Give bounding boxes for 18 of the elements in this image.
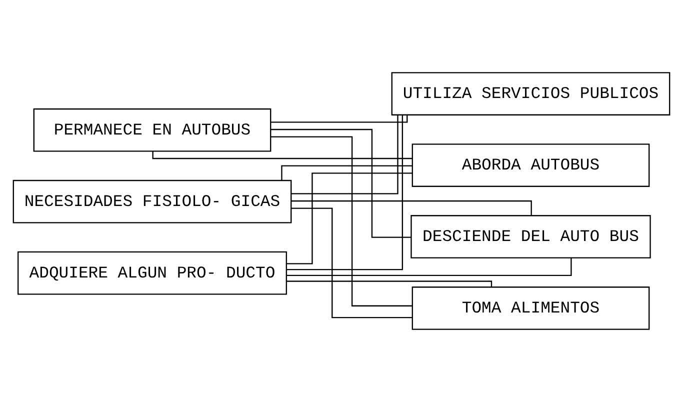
connector	[270, 114, 408, 122]
connector	[291, 114, 398, 194]
node-box: NECESIDADES FISIOLO- GICAS	[12, 179, 292, 223]
connector	[291, 207, 412, 318]
node-box: UTILIZA SERVICIOS PUBLICOS	[391, 72, 670, 115]
node-box: DESCIENDE DEL AUTO BUS	[410, 214, 651, 258]
connector	[281, 164, 412, 180]
node-box: ABORDA AUTOBUS	[412, 143, 650, 186]
connector	[152, 150, 412, 159]
connector	[286, 257, 572, 276]
node-box: ADQUIERE ALGUN PRO- DUCTO	[18, 250, 287, 294]
connector	[270, 128, 412, 238]
connector	[286, 114, 404, 270]
connector	[286, 172, 412, 264]
node-box: TOMA ALIMENTOS	[412, 286, 650, 330]
connector	[286, 280, 492, 286]
node-box: PERMANECE EN AUTOBUS	[33, 108, 272, 152]
connector	[270, 136, 412, 306]
